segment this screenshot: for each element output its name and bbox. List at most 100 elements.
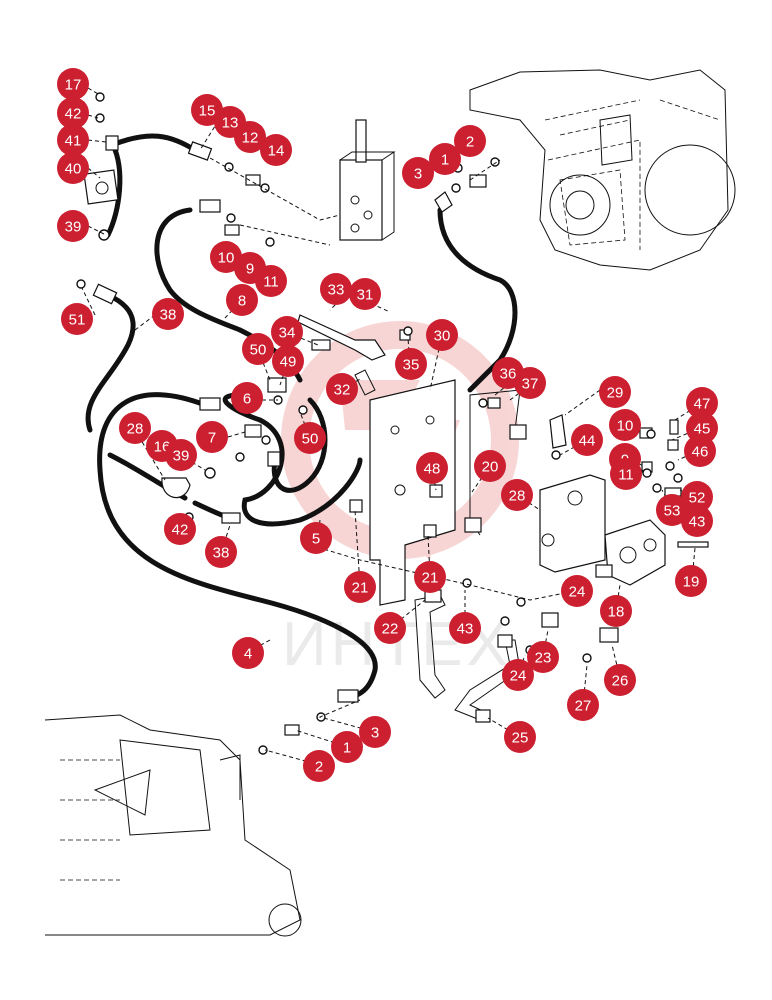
- callout-circle: [260, 134, 292, 166]
- callout-43: 43: [681, 505, 713, 537]
- callout-label: 34: [279, 325, 296, 342]
- callout-1: 1: [331, 731, 363, 763]
- callout-label: 5: [312, 531, 320, 548]
- callout-52: 52: [681, 481, 713, 513]
- callout-label: 22: [382, 621, 399, 638]
- callout-label: 49: [280, 354, 297, 371]
- valve-28: [539, 474, 606, 573]
- callout-33: 33: [320, 273, 352, 305]
- callout-circle: [57, 68, 89, 100]
- callout-circle: [152, 298, 184, 330]
- callout-circle: [326, 373, 358, 405]
- callout-label: 27: [575, 698, 592, 715]
- callout-circle: [119, 412, 151, 444]
- callout-circle: [600, 595, 632, 627]
- callout-label: 31: [357, 287, 374, 304]
- callout-circle: [164, 513, 196, 545]
- callout-circle: [609, 409, 641, 441]
- callout-circle: [210, 241, 242, 273]
- callout-label: 19: [683, 574, 700, 591]
- callout-45: 45: [686, 412, 718, 444]
- callout-circle: [349, 278, 381, 310]
- callout-18: 18: [600, 595, 632, 627]
- callout-label: 30: [434, 328, 451, 345]
- callout-circle: [57, 210, 89, 242]
- callout-12: 12: [234, 121, 266, 153]
- callout-24: 24: [502, 659, 534, 691]
- callout-10: 10: [210, 241, 242, 273]
- callout-label: 25: [512, 730, 529, 747]
- callout-43: 43: [449, 612, 481, 644]
- callout-circle: [429, 143, 461, 175]
- callout-19: 19: [675, 565, 707, 597]
- callout-51: 51: [61, 303, 93, 335]
- plate-30: [369, 379, 456, 606]
- callout-label: 13: [222, 115, 239, 132]
- callout-label: 9: [246, 261, 254, 278]
- callout-label: 42: [65, 106, 82, 123]
- callout-circle: [231, 382, 263, 414]
- callout-circle: [681, 481, 713, 513]
- callout-label: 24: [569, 584, 586, 601]
- callout-circle: [272, 345, 304, 377]
- callout-label: 37: [522, 376, 539, 393]
- callout-20: 20: [474, 450, 506, 482]
- callout-circle: [196, 421, 228, 453]
- callout-circle: [57, 152, 89, 184]
- callout-30: 30: [426, 319, 458, 351]
- callout-circle: [402, 157, 434, 189]
- callout-circle: [449, 612, 481, 644]
- callout-circle: [527, 641, 559, 673]
- callout-label: 29: [607, 385, 624, 402]
- callout-48: 48: [416, 452, 448, 484]
- callout-circle: [242, 333, 274, 365]
- callout-label: 26: [612, 673, 629, 690]
- callout-50: 50: [242, 333, 274, 365]
- callout-circle: [686, 412, 718, 444]
- callout-37: 37: [514, 367, 546, 399]
- callout-28: 28: [501, 479, 533, 511]
- callout-circle: [571, 424, 603, 456]
- callout-2: 2: [303, 750, 335, 782]
- callout-circle: [474, 450, 506, 482]
- callout-label: 40: [65, 161, 82, 178]
- callout-label: 50: [302, 431, 319, 448]
- callout-4: 4: [232, 637, 264, 669]
- callout-label: 20: [482, 459, 499, 476]
- callout-label: 7: [208, 430, 216, 447]
- callout-3: 3: [359, 716, 391, 748]
- callout-circle: [567, 689, 599, 721]
- hose-40-run: [105, 142, 123, 238]
- callout-circle: [57, 124, 89, 156]
- callout-circle: [303, 750, 335, 782]
- callout-label: 52: [689, 490, 706, 507]
- callout-circle: [426, 319, 458, 351]
- callout-label: 6: [243, 391, 251, 408]
- hose-4: [97, 392, 378, 703]
- callout-label: 3: [371, 725, 379, 742]
- callout-label: 23: [535, 650, 552, 667]
- callout-label: 43: [457, 621, 474, 638]
- lever-33: [297, 314, 386, 361]
- hose-right: [437, 207, 518, 393]
- callout-circle: [604, 664, 636, 696]
- callout-label: 21: [352, 580, 369, 597]
- callout-label: 28: [127, 421, 144, 438]
- callout-1: 1: [429, 143, 461, 175]
- hose-7: [271, 397, 328, 493]
- callout-label: 3: [414, 166, 422, 183]
- callout-circle: [232, 637, 264, 669]
- clamp-16: [161, 477, 191, 499]
- callout-32: 32: [326, 373, 358, 405]
- callout-circle: [610, 458, 642, 490]
- callout-label: 28: [509, 488, 526, 505]
- callout-label: 38: [213, 545, 230, 562]
- callout-circle: [395, 348, 427, 380]
- callout-circle: [205, 536, 237, 568]
- callout-label: 14: [268, 143, 285, 160]
- callout-28: 28: [119, 412, 151, 444]
- pipe-22: [414, 594, 446, 699]
- callout-label: 51: [69, 312, 86, 329]
